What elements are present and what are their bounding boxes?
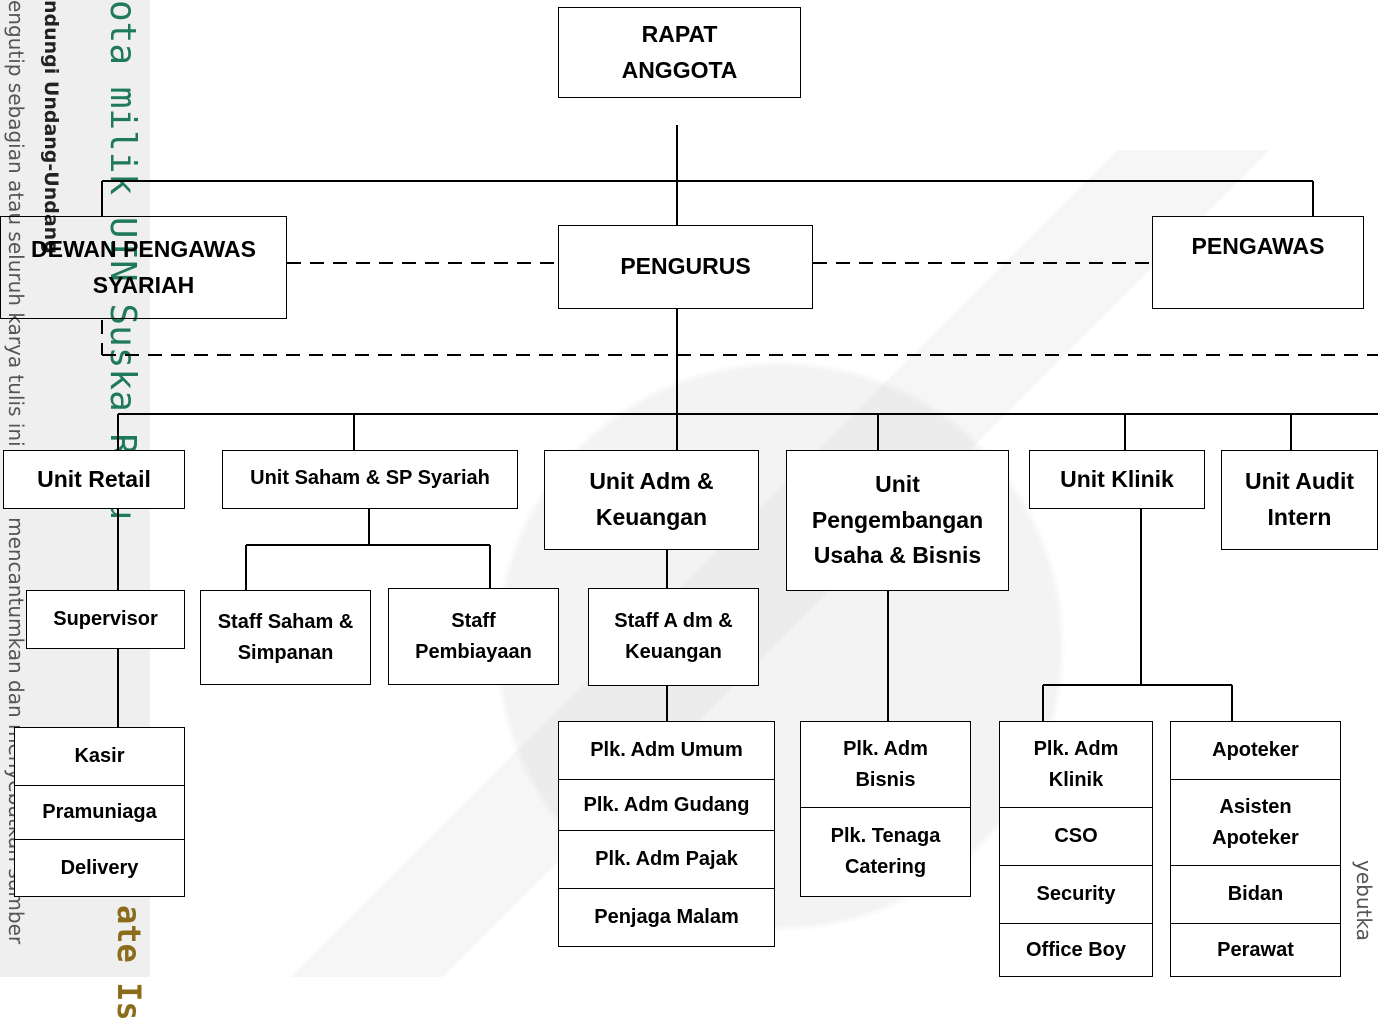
node-staff-saham-simpanan: Staff Saham & Simpanan	[200, 590, 371, 685]
node-dewan-pengawas-syariah: DEWAN PENGAWAS SYARIAH	[0, 216, 287, 319]
node-bidan: Bidan	[1170, 865, 1341, 924]
node-unit-klinik: Unit Klinik	[1029, 450, 1205, 509]
node-office-boy: Office Boy	[999, 923, 1153, 977]
node-plk-tenaga-catering: Plk. Tenaga Catering	[800, 807, 971, 897]
node-unit-pengembangan: Unit Pengembangan Usaha & Bisnis	[786, 450, 1009, 591]
node-pengurus: PENGURUS	[558, 225, 813, 309]
node-cso: CSO	[999, 807, 1153, 866]
node-security: Security	[999, 865, 1153, 924]
node-rapat-anggota: RAPAT ANGGOTA	[558, 7, 801, 98]
node-pramuniaga: Pramuniaga	[14, 785, 185, 840]
connector-lines	[101, 125, 1378, 728]
node-penjaga-malam: Penjaga Malam	[558, 888, 775, 947]
node-apoteker: Apoteker	[1170, 721, 1341, 780]
node-plk-adm-klinik: Plk. Adm Klinik	[999, 721, 1153, 808]
watermark-text-owner: ota milik UIN Suska Riau	[102, 0, 143, 521]
node-pengawas: PENGAWAS	[1152, 216, 1364, 309]
node-asisten-apoteker: Asisten Apoteker	[1170, 779, 1341, 866]
node-plk-adm-bisnis: Plk. Adm Bisnis	[800, 721, 971, 808]
watermark-text-right: yebutka	[1352, 860, 1376, 941]
node-unit-saham: Unit Saham & SP Syariah	[222, 450, 518, 509]
node-unit-audit-intern: Unit Audit Intern	[1221, 450, 1378, 550]
node-unit-retail: Unit Retail	[3, 450, 185, 509]
node-plk-adm-pajak: Plk. Adm Pajak	[558, 830, 775, 889]
node-supervisor: Supervisor	[26, 590, 185, 649]
node-delivery: Delivery	[14, 839, 185, 897]
node-perawat: Perawat	[1170, 923, 1341, 977]
node-staff-pembiayaan: Staff Pembiayaan	[388, 588, 559, 685]
watermark-text-law: ndungi Undang-Undang	[40, 0, 62, 254]
node-staff-adm-keuangan: Staff A dm & Keuangan	[588, 588, 759, 686]
node-kasir: Kasir	[14, 727, 185, 786]
node-unit-adm-keuangan: Unit Adm & Keuangan	[544, 450, 759, 550]
node-plk-adm-gudang: Plk. Adm Gudang	[558, 779, 775, 831]
node-plk-adm-umum: Plk. Adm Umum	[558, 721, 775, 780]
